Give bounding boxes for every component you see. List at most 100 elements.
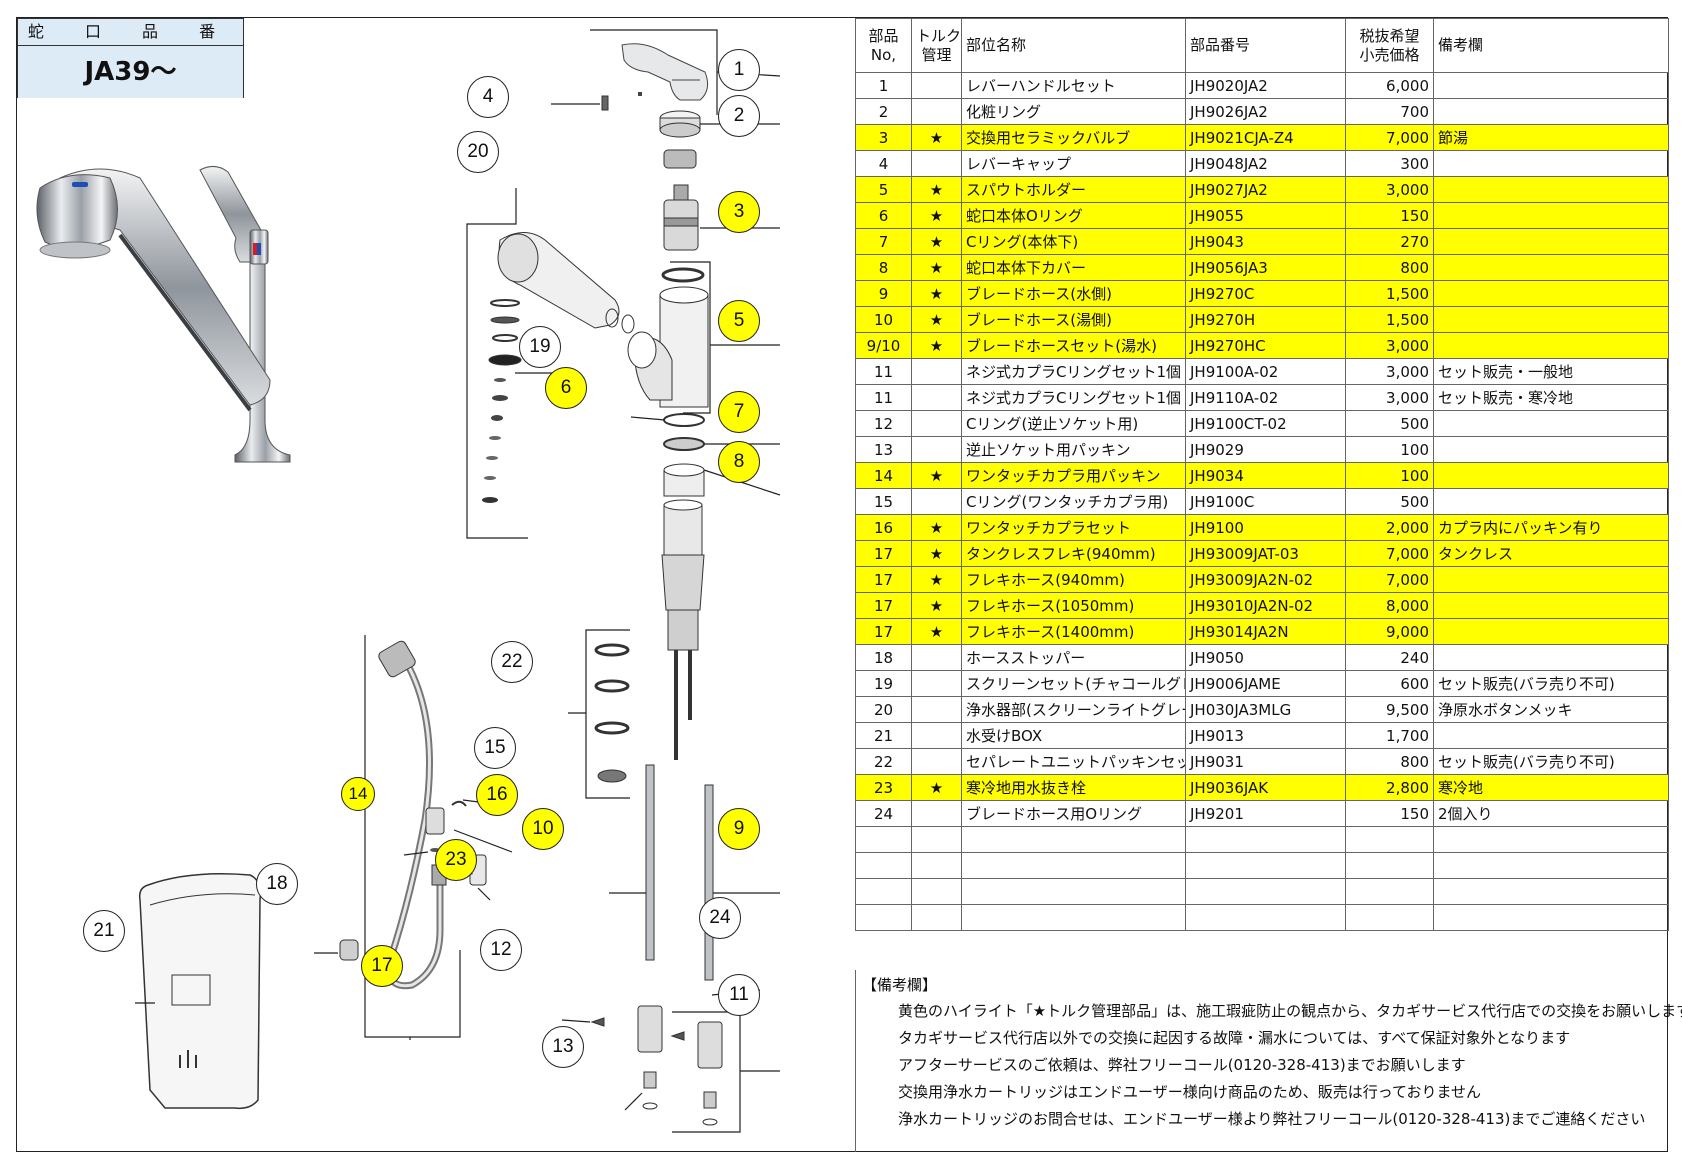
cell-code: JH9013 bbox=[1185, 722, 1346, 749]
cell-name: レバーキャップ bbox=[961, 150, 1186, 177]
callout-14: 14 bbox=[341, 777, 375, 811]
part-decor-ring bbox=[659, 110, 701, 138]
cell-price: 9,500 bbox=[1345, 696, 1434, 723]
cell-name: スクリーンセット(チャコールグレー) bbox=[961, 670, 1186, 697]
cell-no: 9 bbox=[855, 280, 912, 307]
callout-18: 18 bbox=[256, 863, 298, 905]
cell-note: 寒冷地 bbox=[1433, 774, 1669, 801]
cell-torque: ★ bbox=[911, 566, 962, 593]
cell-torque bbox=[911, 904, 962, 931]
cell-no: 12 bbox=[855, 410, 912, 437]
cell-torque bbox=[911, 384, 962, 411]
cell-note bbox=[1433, 592, 1669, 619]
cell-code: JH9006JAME bbox=[1185, 670, 1346, 697]
cell-note: セット販売(バラ売り不可) bbox=[1433, 748, 1669, 775]
cell-no: 11 bbox=[855, 358, 912, 385]
note-line: 浄水カートリッジのお問合せは、エンドユーザー様より弊社フリーコール(0120-3… bbox=[898, 1110, 1646, 1128]
cell-torque bbox=[911, 826, 962, 853]
cell-torque bbox=[911, 644, 962, 671]
cell-torque: ★ bbox=[911, 202, 962, 229]
faucet-model-value: JA39〜 bbox=[18, 46, 243, 98]
cell-no: 17 bbox=[855, 592, 912, 619]
cell-price: 2,800 bbox=[1345, 774, 1434, 801]
part-flexi-hose bbox=[378, 640, 447, 990]
cell-no: 6 bbox=[855, 202, 912, 229]
cell-note bbox=[1433, 254, 1669, 281]
cell-name: ワンタッチカプラ用パッキン bbox=[961, 462, 1186, 489]
cell-torque: ★ bbox=[911, 306, 962, 333]
cell-name: 蛇口本体Oリング bbox=[961, 202, 1186, 229]
part-hose-stopper bbox=[339, 939, 359, 961]
cell-code: JH9270HC bbox=[1185, 332, 1346, 359]
part-screw-coupler bbox=[637, 1005, 723, 1126]
cell-name: ブレードホース(湯側) bbox=[961, 306, 1186, 333]
cell-name: 化粧リング bbox=[961, 98, 1186, 125]
cell-note bbox=[1433, 98, 1669, 125]
part-body-o-ring bbox=[663, 413, 705, 427]
cell-torque: ★ bbox=[911, 774, 962, 801]
cell-torque bbox=[911, 852, 962, 879]
part-shower-head bbox=[497, 232, 635, 334]
cell-price: 100 bbox=[1345, 462, 1434, 489]
cell-note bbox=[1433, 878, 1669, 905]
col-part-name: 部位名称 bbox=[961, 18, 1186, 73]
cell-name: ネジ式カプラCリングセット1個 bbox=[961, 358, 1186, 385]
cell-torque: ★ bbox=[911, 332, 962, 359]
cell-price bbox=[1345, 904, 1434, 931]
cell-name: Cリング(ワンタッチカプラ用) bbox=[961, 488, 1186, 515]
cell-note: セット販売(バラ売り不可) bbox=[1433, 670, 1669, 697]
cell-no bbox=[855, 826, 912, 853]
cell-torque bbox=[911, 748, 962, 775]
part-nut bbox=[663, 149, 697, 169]
cell-no: 5 bbox=[855, 176, 912, 203]
table-row bbox=[855, 878, 1669, 905]
callout-24: 24 bbox=[699, 897, 741, 939]
cell-name: フレキホース(1400mm) bbox=[961, 618, 1186, 645]
callout-7: 7 bbox=[718, 391, 760, 433]
cell-note: セット販売・寒冷地 bbox=[1433, 384, 1669, 411]
cell-no bbox=[855, 878, 912, 905]
cell-note bbox=[1433, 150, 1669, 177]
cell-no: 17 bbox=[855, 618, 912, 645]
cell-torque bbox=[911, 98, 962, 125]
cell-name: ワンタッチカプラセット bbox=[961, 514, 1186, 541]
cell-price: 1,500 bbox=[1345, 280, 1434, 307]
callout-13: 13 bbox=[542, 1026, 584, 1068]
cell-no: 23 bbox=[855, 774, 912, 801]
cell-note bbox=[1433, 566, 1669, 593]
cell-price: 300 bbox=[1345, 150, 1434, 177]
cell-torque bbox=[911, 722, 962, 749]
cell-no: 17 bbox=[855, 540, 912, 567]
cell-name: スパウトホルダー bbox=[961, 176, 1186, 203]
cell-note bbox=[1433, 618, 1669, 645]
callout-23: 23 bbox=[435, 839, 477, 881]
cell-price bbox=[1345, 878, 1434, 905]
cell-torque: ★ bbox=[911, 176, 962, 203]
cell-code: JH9270H bbox=[1185, 306, 1346, 333]
cell-code: JH9050 bbox=[1185, 644, 1346, 671]
cell-no: 1 bbox=[855, 72, 912, 99]
cell-code: JH9036JAK bbox=[1185, 774, 1346, 801]
cell-note bbox=[1433, 72, 1669, 99]
cell-note bbox=[1433, 332, 1669, 359]
cell-note bbox=[1433, 202, 1669, 229]
cell-code: JH93009JAT-03 bbox=[1185, 540, 1346, 567]
cell-price: 800 bbox=[1345, 748, 1434, 775]
cell-name: 蛇口本体下カバー bbox=[961, 254, 1186, 281]
cell-price: 2,000 bbox=[1345, 514, 1434, 541]
cell-code: JH9100 bbox=[1185, 514, 1346, 541]
cell-name: 浄水器部(スクリーンライトグレー) bbox=[961, 696, 1186, 723]
callout-9: 9 bbox=[718, 808, 760, 850]
cell-torque: ★ bbox=[911, 514, 962, 541]
cell-code: JH9043 bbox=[1185, 228, 1346, 255]
cell-no: 13 bbox=[855, 436, 912, 463]
cell-price: 6,000 bbox=[1345, 72, 1434, 99]
cell-code: JH030JA3MLG bbox=[1185, 696, 1346, 723]
